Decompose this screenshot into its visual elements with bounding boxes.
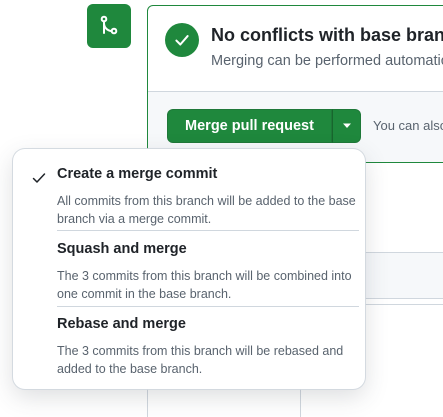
git-merge-icon <box>100 15 118 35</box>
triangle-down-icon <box>342 123 351 128</box>
merge-option-title: Create a merge commit <box>57 166 218 182</box>
merge-status-subtitle: Merging can be performed automatically. <box>211 53 443 69</box>
menu-divider <box>57 306 359 307</box>
merge-option-title: Rebase and merge <box>57 316 186 332</box>
merge-method-menu: Create a merge commit All commits from t… <box>13 149 365 389</box>
merge-option-description: The 3 commits from this branch will be c… <box>57 269 352 301</box>
merge-status-row: No conflicts with base branch Merging ca… <box>148 6 443 92</box>
merge-option-description: The 3 commits from this branch will be r… <box>57 344 344 376</box>
merge-option-squash-and-merge[interactable]: Squash and merge The 3 commits from this… <box>13 241 365 301</box>
merge-status-title: No conflicts with base branch <box>211 25 443 45</box>
merge-method-dropdown-button[interactable] <box>332 109 361 143</box>
merge-action-row: Merge pull request You can also merge th… <box>148 92 443 162</box>
merge-option-title: Squash and merge <box>57 241 187 257</box>
merge-button-group: Merge pull request <box>167 109 361 143</box>
check-circle-icon <box>165 23 199 57</box>
merge-option-description: All commits from this branch will be add… <box>57 194 356 226</box>
merge-pull-request-button[interactable]: Merge pull request <box>167 109 332 143</box>
git-merge-badge <box>87 4 131 48</box>
merge-option-create-merge-commit[interactable]: Create a merge commit All commits from t… <box>13 166 365 226</box>
menu-divider <box>57 230 359 231</box>
merge-box: No conflicts with base branch Merging ca… <box>147 5 443 163</box>
check-icon <box>32 173 46 183</box>
command-line-hint: You can also merge this with the command… <box>373 118 443 133</box>
merge-option-rebase-and-merge[interactable]: Rebase and merge The 3 commits from this… <box>13 316 365 376</box>
